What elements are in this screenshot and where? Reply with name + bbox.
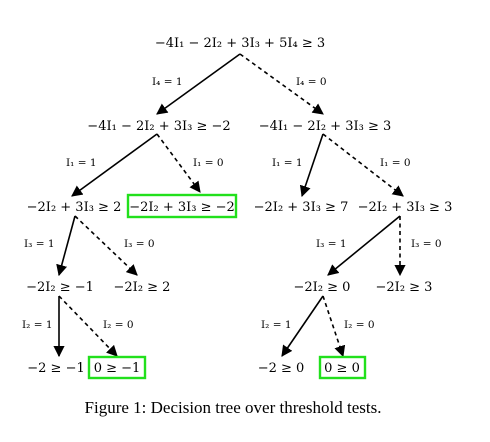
edge-root-to-right [239,53,324,115]
node-lr: −2I₂ + 3I₃ ≥ −2 [129,200,235,215]
node-lll: −2I₂ ≥ −1 [26,280,94,295]
edge-label-i2-1-left: I₂ = 1 [22,319,53,331]
node-ll: −2I₂ + 3I₃ ≥ 2 [27,200,122,215]
node-rrl: −2I₂ ≥ 0 [294,280,351,295]
node-rrll: −2 ≥ 0 [258,361,305,376]
edge-label-i2-1-right: I₂ = 1 [261,319,292,331]
figure-caption: Figure 1: Decision tree over threshold t… [85,398,382,417]
node-llll: −2 ≥ −1 [27,361,84,376]
edge-root-to-left [156,53,241,115]
edge-label-i3-1-left: I₃ = 1 [24,238,55,250]
edge-label-i3-0-left: I₃ = 0 [124,238,155,250]
node-lllr: 0 ≥ −1 [94,361,141,376]
edge-rrl-to-rrlr [322,295,346,358]
edge-label-i2-0-left: I₂ = 0 [103,319,134,331]
node-rr: −2I₂ + 3I₃ ≥ 3 [358,200,453,215]
edge-label-i1-0-right: I₁ = 0 [380,157,411,169]
edge-label-i2-0-right: I₂ = 0 [344,319,375,331]
edge-rr-to-rrl [327,215,401,276]
highlight-box-rrlr [318,355,367,380]
highlight-box-lllr [87,355,147,380]
edge-lll-to-lllr [58,295,118,357]
edge-label-i3-0-right: I₃ = 0 [411,238,442,250]
edge-ll-to-llr [74,215,138,276]
edge-left-to-lr [156,133,201,193]
edge-label-i1-1-right: I₁ = 1 [272,157,303,169]
edge-label-i4-1: I₄ = 1 [152,76,183,88]
node-llr: −2I₂ ≥ 2 [114,280,171,295]
node-right: −4I₁ − 2I₂ + 3I₃ ≥ 3 [259,119,392,134]
edge-ll-to-lll [56,215,76,277]
node-rl: −2I₂ + 3I₃ ≥ 7 [254,200,349,215]
node-rrr: −2I₂ ≥ 3 [376,280,433,295]
node-left: −4I₁ − 2I₂ + 3I₃ ≥ −2 [87,119,230,134]
edge-left-to-ll [71,133,158,197]
edge-label-i1-1-left: I₁ = 1 [66,157,97,169]
edge-rrl-to-rrll [281,295,324,357]
edge-label-i3-1-right: I₃ = 1 [316,238,347,250]
edge-label-i4-0: I₄ = 0 [296,76,327,88]
node-root: −4I₁ − 2I₂ + 3I₃ + 5I₄ ≥ 3 [155,36,325,51]
edge-label-i1-0-left: I₁ = 0 [193,157,224,169]
edge-right-to-rr [322,133,404,197]
node-rrlr: 0 ≥ 0 [324,361,360,376]
highlight-box-lr [126,193,238,219]
edge-right-to-rl [299,133,324,198]
